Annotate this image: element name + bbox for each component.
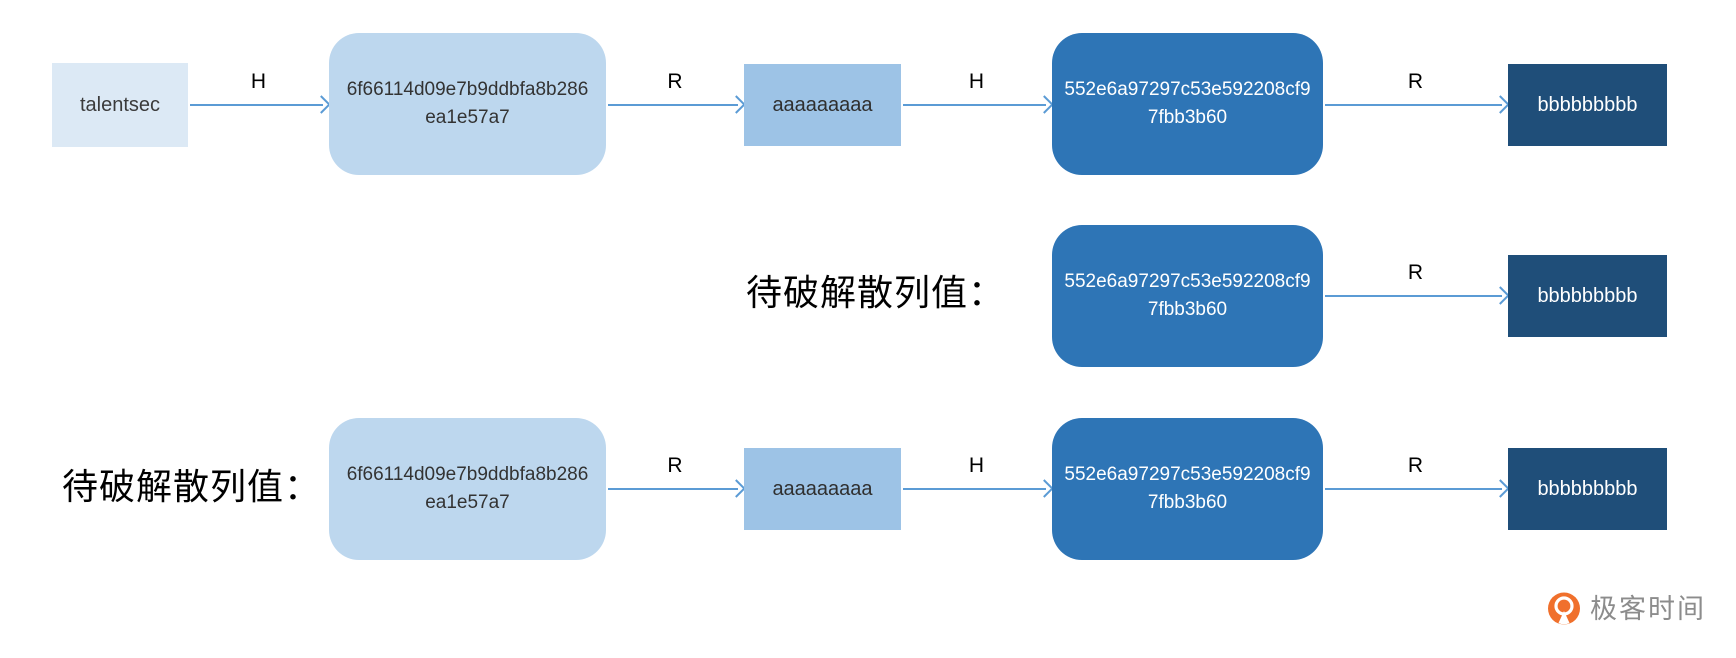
- operation-label: R: [1407, 261, 1424, 284]
- reduce1-value: aaaaaaaaa: [772, 93, 873, 116]
- hash2-value: 552e6a97297c53e592208cf9 7fbb3b60: [1064, 76, 1310, 133]
- arrow-reduce-row3-a: R: [608, 453, 746, 498]
- arrow-hash-row1-a: H: [190, 69, 331, 114]
- operation-label: R: [1407, 70, 1424, 93]
- hash2-value: 552e6a97297c53e592208cf9 7fbb3b60: [1064, 268, 1310, 325]
- arrowhead-icon: [1491, 286, 1510, 305]
- result-value: bbbbbbbbb: [1537, 284, 1638, 307]
- arrow-hash-row1-b: H: [903, 69, 1054, 114]
- result-node-row1: bbbbbbbbb: [1508, 64, 1667, 146]
- geektime-logo-text: 极客时间: [1590, 594, 1706, 624]
- operation-label: H: [968, 454, 985, 477]
- operation-label: R: [667, 454, 683, 477]
- arrow-shaft: [608, 487, 738, 490]
- arrow-reduce-row3-b: R: [1325, 453, 1510, 498]
- crack-prompt-row2: 待破解散列值：: [745, 272, 1005, 313]
- hash-line: ea1e57a7: [425, 107, 510, 128]
- operation-label: H: [250, 70, 267, 93]
- arrow-shaft: [1325, 103, 1502, 106]
- hash1-node-row1: 6f66114d09e7b9ddbfa8b286 ea1e57a7: [329, 33, 606, 175]
- hash2-node-row1: 552e6a97297c53e592208cf9 7fbb3b60: [1052, 33, 1323, 175]
- arrow-shaft: [1325, 487, 1502, 490]
- hash-line: 7fbb3b60: [1147, 492, 1228, 513]
- result-node-row2: bbbbbbbbb: [1508, 255, 1667, 337]
- hash1-value: 6f66114d09e7b9ddbfa8b286 ea1e57a7: [347, 76, 589, 133]
- arrowhead-icon: [1035, 95, 1054, 114]
- hash1-node-row3: 6f66114d09e7b9ddbfa8b286 ea1e57a7: [329, 418, 606, 560]
- arrow-shaft: [190, 103, 323, 106]
- plaintext-node: talentsec: [52, 63, 188, 147]
- hash-line: 552e6a97297c53e592208cf9: [1064, 463, 1311, 485]
- arrowhead-icon: [312, 95, 331, 114]
- arrowhead-icon: [727, 95, 746, 114]
- crack-prompt-row3: 待破解散列值：: [62, 466, 322, 507]
- hash-line: 552e6a97297c53e592208cf9: [1064, 78, 1311, 100]
- arrowhead-icon: [1491, 479, 1510, 498]
- hash2-node-row3: 552e6a97297c53e592208cf9 7fbb3b60: [1052, 418, 1323, 560]
- operation-label: R: [667, 70, 683, 93]
- hash2-node-row2: 552e6a97297c53e592208cf9 7fbb3b60: [1052, 225, 1323, 367]
- arrow-reduce-row1-b: R: [1325, 69, 1510, 114]
- hash1-value: 6f66114d09e7b9ddbfa8b286 ea1e57a7: [347, 461, 589, 518]
- geektime-logo: 极客时间: [1545, 589, 1706, 629]
- hash-line: 7fbb3b60: [1147, 107, 1228, 128]
- hash-line: ea1e57a7: [425, 492, 510, 513]
- operation-label: R: [1407, 454, 1424, 477]
- arrow-shaft: [903, 487, 1046, 490]
- reduce1-node-row3: aaaaaaaaa: [744, 448, 901, 530]
- plaintext-value: talentsec: [79, 93, 161, 116]
- result-value: bbbbbbbbb: [1537, 477, 1638, 500]
- reduce1-value: aaaaaaaaa: [772, 477, 873, 500]
- arrowhead-icon: [1035, 479, 1054, 498]
- hash-line: 6f66114d09e7b9ddbfa8b286: [346, 78, 589, 100]
- hash2-value: 552e6a97297c53e592208cf9 7fbb3b60: [1064, 461, 1310, 518]
- reduce1-node-row1: aaaaaaaaa: [744, 64, 901, 146]
- operation-label: H: [968, 70, 985, 93]
- arrow-hash-row3: H: [903, 453, 1054, 498]
- hash-line: 6f66114d09e7b9ddbfa8b286: [346, 463, 589, 485]
- result-value: bbbbbbbbb: [1537, 93, 1638, 116]
- arrow-shaft: [1325, 294, 1502, 297]
- geektime-logo-icon: [1548, 592, 1580, 625]
- arrow-reduce-row1-a: R: [608, 69, 746, 114]
- arrow-reduce-row2: R: [1325, 260, 1510, 305]
- arrow-shaft: [903, 103, 1046, 106]
- result-node-row3: bbbbbbbbb: [1508, 448, 1667, 530]
- hash-line: 7fbb3b60: [1147, 299, 1228, 320]
- hash-line: 552e6a97297c53e592208cf9: [1064, 270, 1311, 292]
- arrowhead-icon: [1491, 95, 1510, 114]
- arrowhead-icon: [727, 479, 746, 498]
- arrow-shaft: [608, 103, 738, 106]
